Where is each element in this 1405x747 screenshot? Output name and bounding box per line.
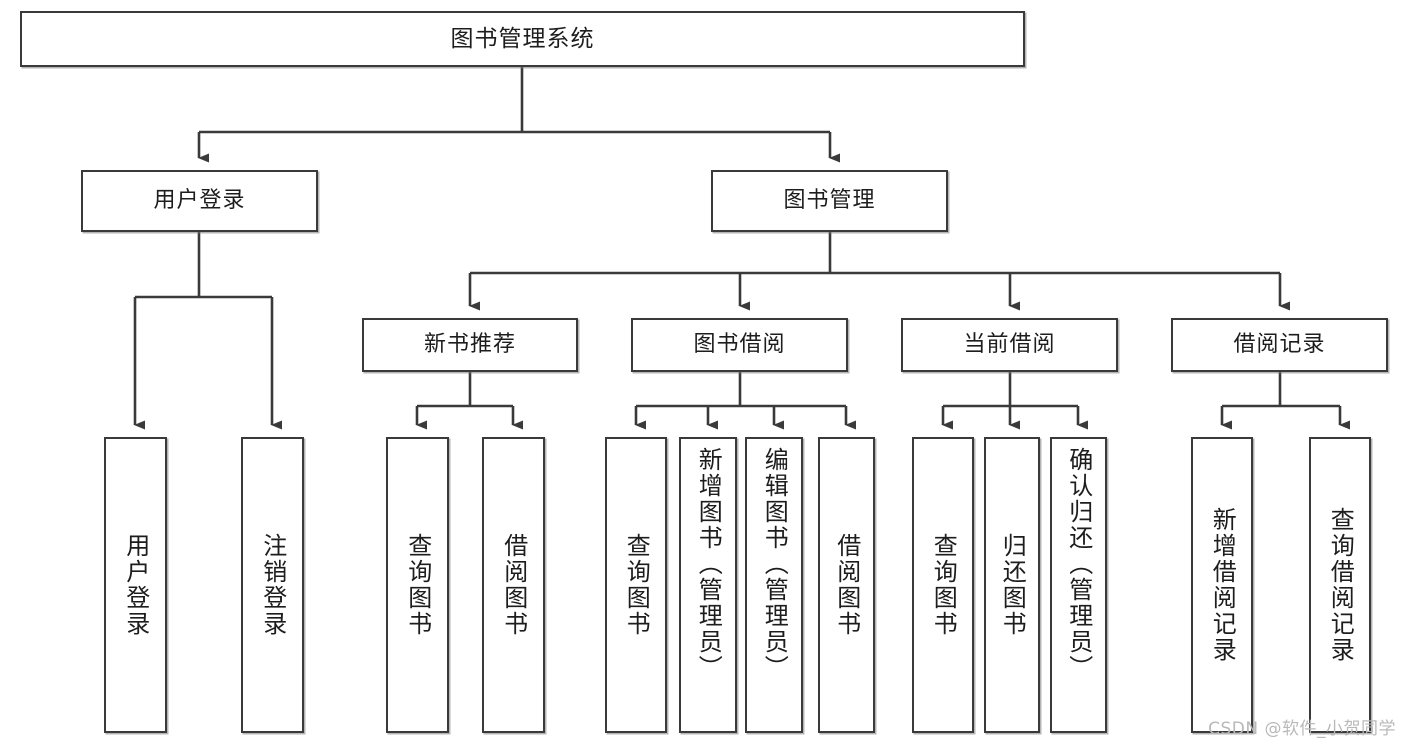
node-label: 借阅记录 — [1233, 332, 1326, 358]
node-user-login[interactable]: 用户登录 — [81, 170, 318, 232]
leaf-user-login[interactable]: 用户登录 — [104, 437, 167, 733]
leaf-query-book-borrow[interactable]: 查询图书 — [605, 437, 667, 733]
node-label: 新增借阅记录 — [1208, 507, 1237, 663]
node-label: 用户登录 — [153, 188, 246, 214]
node-label: 查询图书 — [622, 533, 651, 637]
leaf-query-book-current[interactable]: 查询图书 — [912, 437, 974, 733]
leaf-add-book-admin[interactable]: 新增图书（管理员） — [679, 437, 737, 733]
leaf-query-book-recommend[interactable]: 查询图书 — [386, 437, 449, 733]
node-label: 注销登录 — [258, 533, 287, 637]
node-label: 查询图书 — [929, 533, 958, 637]
node-new-book-recommend[interactable]: 新书推荐 — [362, 318, 578, 372]
csdn-watermark: CSDN @软件_小贺同学 — [1208, 719, 1396, 739]
node-label: 图书管理系统 — [450, 25, 595, 52]
node-label: 用户登录 — [121, 533, 150, 637]
node-label: 借阅图书 — [832, 533, 861, 637]
node-label: 图书管理 — [783, 188, 876, 214]
leaf-borrow-book[interactable]: 借阅图书 — [818, 437, 875, 733]
node-label: 当前借阅 — [963, 332, 1056, 358]
leaf-edit-book-admin[interactable]: 编辑图书（管理员） — [745, 437, 803, 733]
node-root-system[interactable]: 图书管理系统 — [20, 11, 1025, 67]
leaf-logout[interactable]: 注销登录 — [241, 437, 304, 733]
leaf-add-borrow-record[interactable]: 新增借阅记录 — [1191, 437, 1253, 733]
node-label: 借阅图书 — [499, 533, 528, 637]
node-book-management[interactable]: 图书管理 — [711, 170, 948, 232]
node-label: 归还图书 — [998, 533, 1027, 637]
leaf-return-book[interactable]: 归还图书 — [984, 437, 1040, 733]
node-current-borrow[interactable]: 当前借阅 — [901, 318, 1118, 372]
leaf-borrow-book-recommend[interactable]: 借阅图书 — [482, 437, 545, 733]
node-label: 确认归还（管理员） — [1064, 447, 1093, 681]
node-label: 新增图书（管理员） — [694, 447, 723, 681]
node-label: 新书推荐 — [423, 332, 516, 358]
node-book-borrow[interactable]: 图书借阅 — [631, 318, 848, 372]
node-label: 图书借阅 — [693, 332, 786, 358]
leaf-confirm-return-admin[interactable]: 确认归还（管理员） — [1050, 437, 1107, 733]
node-label: 编辑图书（管理员） — [760, 447, 789, 681]
leaf-query-borrow-record[interactable]: 查询借阅记录 — [1309, 437, 1371, 733]
node-label: 查询图书 — [403, 533, 432, 637]
node-label: 查询借阅记录 — [1326, 507, 1355, 663]
node-borrow-record[interactable]: 借阅记录 — [1171, 318, 1388, 372]
